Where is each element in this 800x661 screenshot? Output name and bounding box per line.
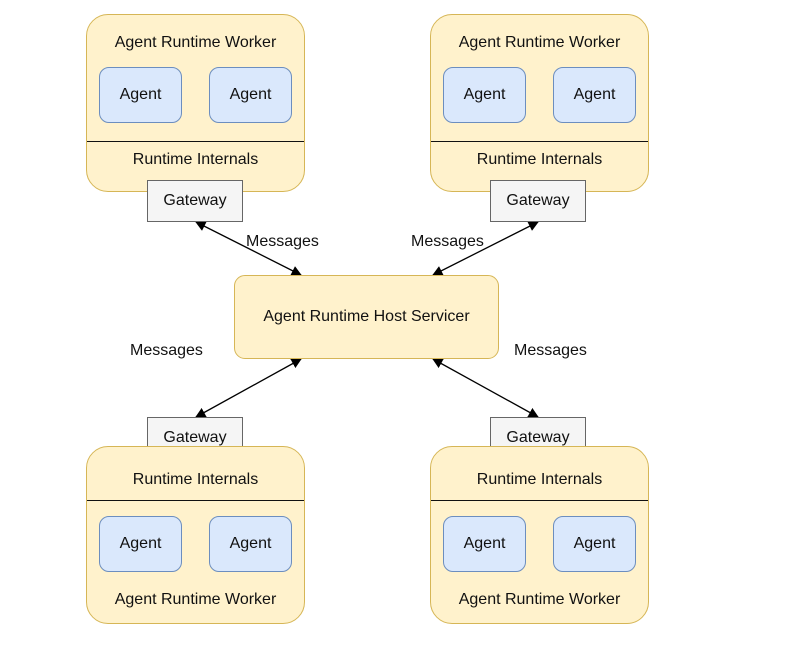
agent-node: Agent: [443, 67, 526, 123]
agent-node: Agent: [209, 67, 292, 123]
arrow-top-right: [432, 221, 539, 276]
agent-node: Agent: [443, 516, 526, 572]
arrow-bottom-left: [195, 358, 302, 418]
gateway-top-left: Gateway: [147, 180, 243, 222]
runtime-internals-label: Runtime Internals: [132, 151, 259, 168]
agent-node: Agent: [553, 67, 636, 123]
messages-label-bottom-right: Messages: [514, 342, 587, 359]
arrow-top-left: [195, 221, 302, 276]
worker-title: Agent Runtime Worker: [114, 34, 277, 51]
worker-title: Agent Runtime Worker: [458, 591, 621, 608]
agent-node: Agent: [553, 516, 636, 572]
messages-label-top-right: Messages: [411, 233, 484, 250]
worker-top-right: Agent Runtime Worker Agent Agent Runtime…: [430, 14, 649, 192]
worker-title: Agent Runtime Worker: [458, 34, 621, 51]
gateway-top-right: Gateway: [490, 180, 586, 222]
agent-node: Agent: [99, 67, 182, 123]
runtime-internals-label: Runtime Internals: [476, 471, 603, 488]
worker-top-left: Agent Runtime Worker Agent Agent Runtime…: [86, 14, 305, 192]
host-servicer: Agent Runtime Host Servicer: [234, 275, 499, 359]
runtime-internals-label: Runtime Internals: [476, 151, 603, 168]
agent-node: Agent: [209, 516, 292, 572]
worker-divider: [431, 500, 648, 501]
worker-title: Agent Runtime Worker: [114, 591, 277, 608]
worker-divider: [431, 141, 648, 142]
worker-divider: [87, 141, 304, 142]
messages-label-top-left: Messages: [246, 233, 319, 250]
worker-bottom-right: Runtime Internals Agent Agent Agent Runt…: [430, 446, 649, 624]
messages-label-bottom-left: Messages: [130, 342, 203, 359]
runtime-internals-label: Runtime Internals: [132, 471, 259, 488]
worker-bottom-left: Runtime Internals Agent Agent Agent Runt…: [86, 446, 305, 624]
agent-node: Agent: [99, 516, 182, 572]
arrow-bottom-right: [432, 358, 539, 418]
worker-divider: [87, 500, 304, 501]
